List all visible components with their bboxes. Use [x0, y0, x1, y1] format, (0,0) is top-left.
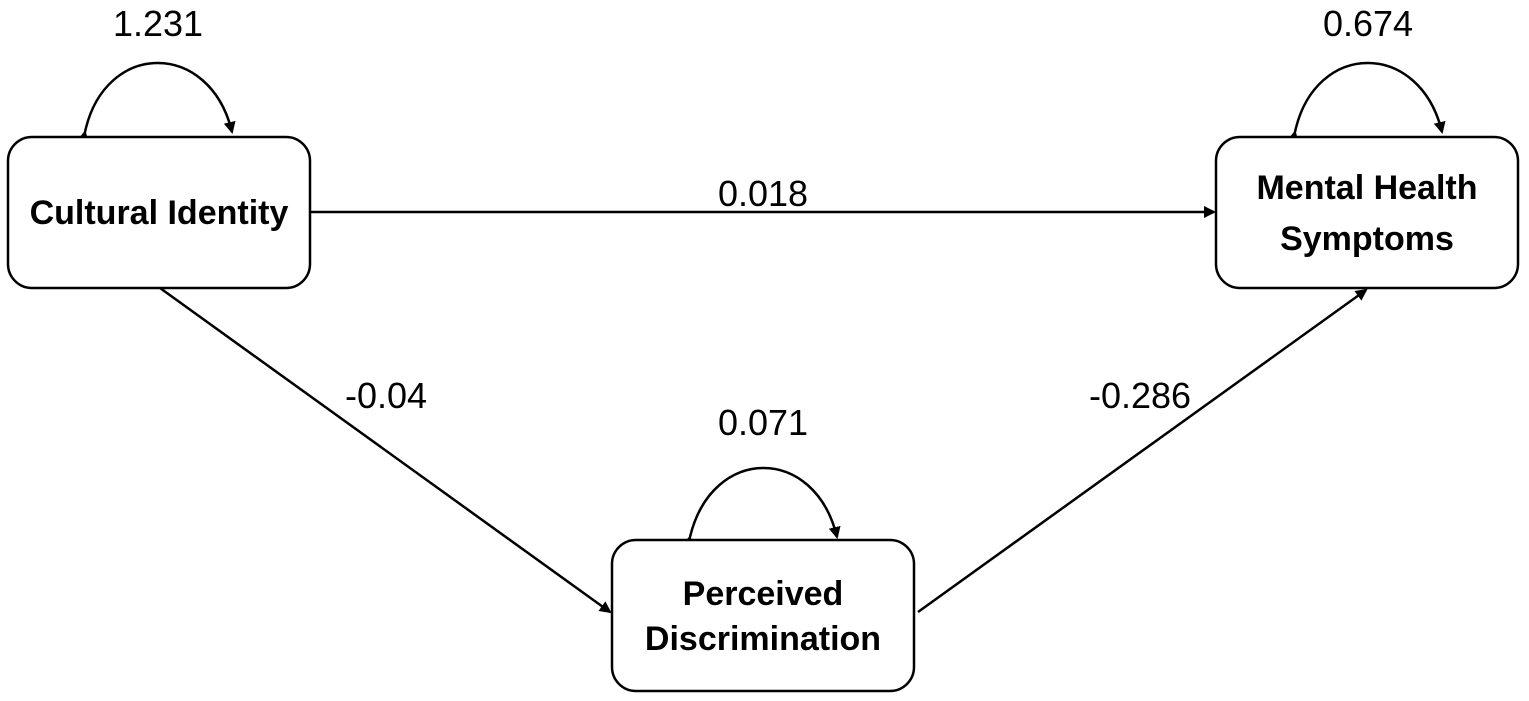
node-perceived-discrimination: Perceived Discrimination [610, 538, 916, 693]
variance-loop-mental-health [1287, 61, 1446, 144]
path-arrow-ci-to-pd [159, 286, 612, 614]
path-label-ci-to-mh: 0.018 [718, 173, 808, 214]
path-label-pd-to-mh: -0.286 [1089, 375, 1191, 416]
node-label-cultural-identity: Cultural Identity [30, 194, 289, 232]
node-mental-health-symptoms: Mental Health Symptoms [1214, 135, 1520, 290]
node-label-mental-health-line2: Symptoms [1280, 220, 1454, 258]
node-label-mental-health-line1: Mental Health [1256, 169, 1477, 207]
path-label-ci-to-pd: -0.04 [345, 375, 427, 416]
variance-label-mental-health: 0.674 [1323, 3, 1413, 44]
path-arrow-pd-to-mh [917, 288, 1368, 614]
variance-label-cultural-identity: 1.231 [113, 3, 203, 44]
node-cultural-identity: Cultural Identity [6, 135, 312, 290]
variance-loop-perceived-discrimination [681, 466, 841, 549]
node-label-perceived-discrimination-line2: Discrimination [645, 620, 881, 658]
variance-loop-cultural-identity [77, 61, 236, 144]
node-label-perceived-discrimination-line1: Perceived [683, 575, 844, 613]
variance-label-perceived-discrimination: 0.071 [718, 402, 808, 443]
